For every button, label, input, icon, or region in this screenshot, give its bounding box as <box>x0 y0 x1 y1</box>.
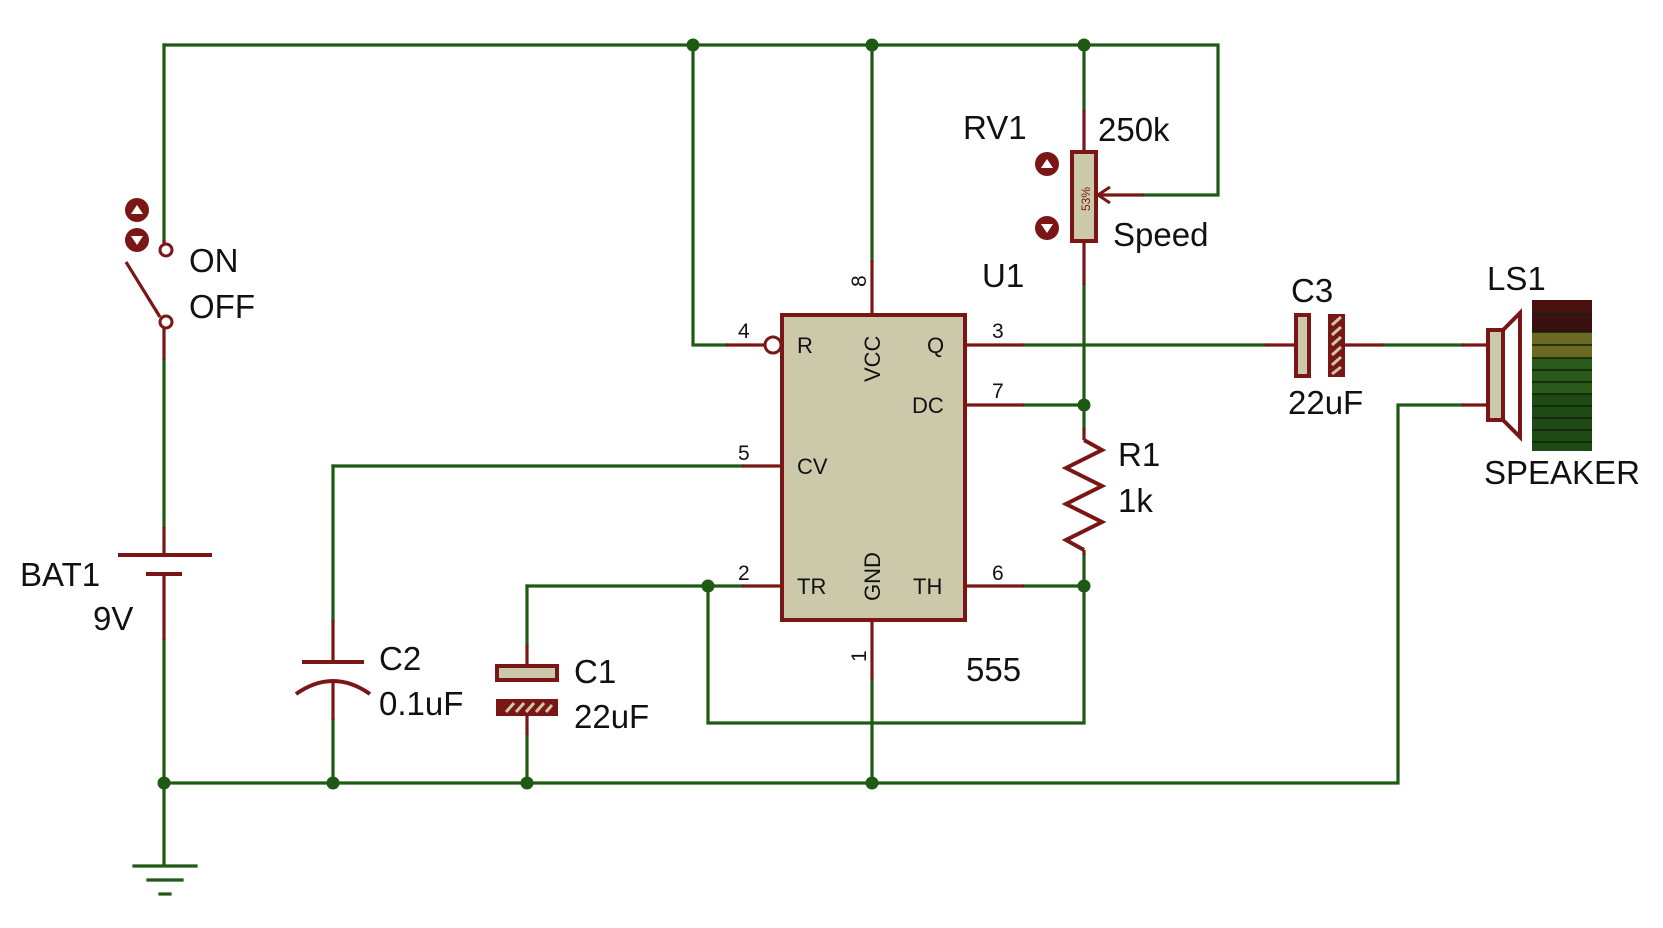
wire-r1-bottom <box>706 553 1086 725</box>
battery-value-label: 9V <box>93 600 133 637</box>
capacitor-c3: C3 22uF <box>1265 272 1384 421</box>
capacitor-c1: C1 22uF <box>495 645 649 735</box>
junction-dot <box>1077 579 1091 593</box>
c3-plate-positive <box>1294 313 1311 378</box>
switch-up-button-icon[interactable] <box>125 198 149 222</box>
reset-inversion-bubble <box>763 335 783 355</box>
speaker-ls1: LS1 SPEAKER <box>1462 260 1640 491</box>
c2-value-label: 0.1uF <box>379 685 463 722</box>
switch-lever <box>124 261 162 318</box>
pin-th-name: TH <box>913 574 942 599</box>
switch-on-label: ON <box>189 242 239 279</box>
r1-ref-label: R1 <box>1118 436 1160 473</box>
rv1-wiper-arrow-icon <box>1097 185 1111 205</box>
c1-plate-positive <box>495 664 559 682</box>
wire-dc <box>1022 403 1086 430</box>
junction-dot <box>1077 38 1091 52</box>
switch-off-label: OFF <box>189 288 255 325</box>
pin-dc-name: DC <box>912 393 944 418</box>
switch-contact-top <box>158 242 174 258</box>
rv1-increase-button-icon[interactable] <box>1035 152 1059 176</box>
rv1-value-label: 250k <box>1098 111 1170 148</box>
junction-dot <box>701 579 715 593</box>
pin-gnd-name: GND <box>860 552 885 601</box>
pin-tr-name: TR <box>797 574 826 599</box>
speaker-level-meter <box>1532 300 1592 451</box>
wire-reset <box>691 43 728 347</box>
timer-ic-u1: 4 8 3 7 5 2 6 1 R VCC Q DC CV TR GND TH … <box>726 257 1024 688</box>
potentiometer-rv1[interactable]: 53% RV1 250k Speed <box>963 109 1208 285</box>
junctions <box>157 38 1091 790</box>
pin-vcc-name: VCC <box>860 335 885 382</box>
pin-q-name: Q <box>927 333 944 358</box>
c3-value-label: 22uF <box>1288 384 1363 421</box>
junction-dot <box>157 776 171 790</box>
rv1-body <box>1070 150 1098 243</box>
battery-ref-label: BAT1 <box>20 556 100 593</box>
pin-cv-name: CV <box>797 454 828 479</box>
pin5-number: 5 <box>738 442 750 465</box>
ls1-value-label: SPEAKER <box>1484 454 1640 491</box>
rv1-speed-label: Speed <box>1113 216 1208 253</box>
junction-dot <box>686 38 700 52</box>
capacitor-c2: C2 0.1uF <box>294 620 463 722</box>
r1-zigzag <box>1061 438 1107 552</box>
pin-r-name: R <box>797 333 813 358</box>
speaker-cone-icon <box>1501 308 1522 442</box>
junction-dot <box>1077 398 1091 412</box>
pin2-number: 2 <box>738 562 750 585</box>
speaker-coil <box>1486 328 1505 422</box>
junction-dot <box>520 776 534 790</box>
pin3-number: 3 <box>992 320 1004 343</box>
pin8-number: 8 <box>848 275 871 287</box>
battery-bat1: BAT1 9V <box>20 527 212 640</box>
junction-dot <box>865 38 879 52</box>
pin4-number: 4 <box>738 320 750 343</box>
rv1-ref-label: RV1 <box>963 109 1027 146</box>
ground-symbol <box>132 864 198 896</box>
r1-value-label: 1k <box>1118 482 1153 519</box>
rv1-decrease-button-icon[interactable] <box>1035 216 1059 240</box>
junction-dot <box>326 776 340 790</box>
c2-ref-label: C2 <box>379 640 421 677</box>
pin7-number: 7 <box>992 380 1004 403</box>
c3-plate-negative <box>1328 314 1345 377</box>
c1-value-label: 22uF <box>574 698 649 735</box>
junction-dot <box>865 776 879 790</box>
wire-battery-bottom <box>162 403 1464 785</box>
switch-down-button-icon[interactable] <box>125 228 149 252</box>
switch-contact-bottom <box>158 314 174 330</box>
u1-ref-label: U1 <box>982 257 1024 294</box>
u1-body <box>780 313 967 622</box>
c3-ref-label: C3 <box>1291 272 1333 309</box>
pin6-number: 6 <box>992 562 1004 585</box>
ls1-ref-label: LS1 <box>1487 260 1546 297</box>
c1-ref-label: C1 <box>574 653 616 690</box>
resistor-r1: R1 1k <box>1061 428 1160 555</box>
on-off-switch[interactable]: ON OFF <box>124 198 255 360</box>
pin1-number: 1 <box>848 650 871 662</box>
wire-top-rail <box>162 43 1220 197</box>
rv1-percent: 53% <box>1079 187 1093 211</box>
u1-value-label: 555 <box>966 651 1021 688</box>
wires <box>162 43 1464 866</box>
